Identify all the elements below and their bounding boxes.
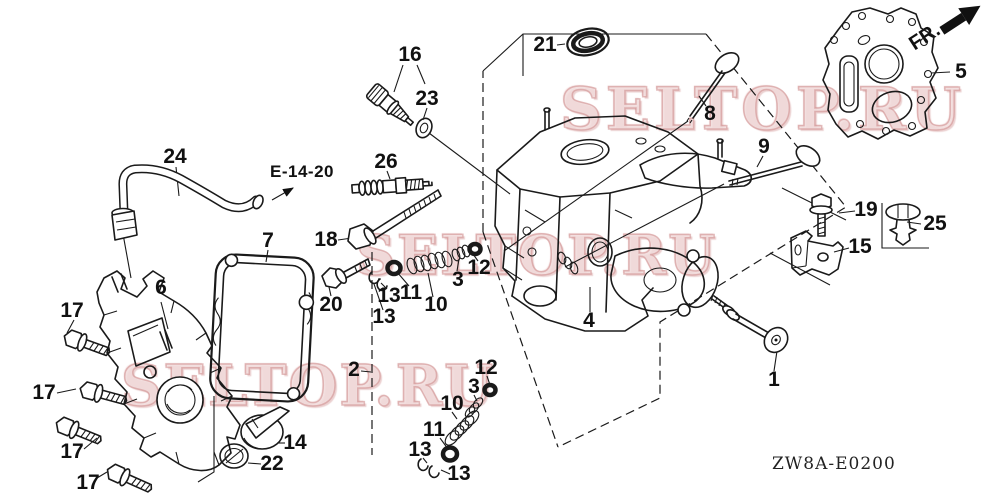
cylinder-head [494,107,753,332]
push-clip [885,203,921,246]
part-label-11: 11 [422,418,446,441]
part-label-18: 18 [314,228,338,251]
part-label-17: 17 [32,381,56,404]
part-label-25: 25 [923,212,947,235]
section-reference: E-14-20 [270,162,334,181]
part-label-14: 14 [283,431,307,454]
part-label-3: 3 [468,375,480,398]
bracket-bolt [809,193,833,237]
part-label-24: 24 [163,145,187,168]
cover-bolt [103,460,156,498]
exhaust-valve [728,144,821,187]
part-label-12: 12 [474,356,498,379]
part-label-13: 13 [447,462,471,485]
part-label-13: 13 [372,305,396,328]
part-label-8: 8 [704,102,716,125]
part-label-20: 20 [319,293,343,316]
part-label-15: 15 [848,235,872,258]
sensor-washer [415,117,433,139]
part-label-10: 10 [440,392,464,415]
part-label-5: 5 [955,60,967,83]
cover-bolt [77,378,130,411]
intake-valve [686,51,740,124]
stud-bolt [347,189,442,250]
part-label-21: 21 [533,33,557,56]
part-label-7: 7 [262,229,274,252]
part-label-1: 1 [768,368,780,391]
o-ring [219,443,249,469]
part-label-19: 19 [854,198,878,221]
cover-gasket [209,253,315,403]
part-label-16: 16 [398,43,422,66]
head-gasket [822,7,939,140]
part-label-3: 3 [452,268,464,291]
breather-tube [111,164,264,241]
part-label-17: 17 [76,471,100,494]
part-label-2: 2 [348,358,360,381]
flange-bolt-20 [321,258,371,289]
part-label-4: 4 [583,309,595,332]
valve-cover [96,270,241,472]
filler-cap [240,406,290,450]
part-label-13: 13 [377,284,401,307]
diagram-code: ZW8A-E0200 [772,454,896,474]
part-label-13: 13 [408,438,432,461]
fr-arrow-label: FR. [905,19,944,55]
part-label-6: 6 [155,276,167,299]
part-label-23: 23 [415,87,439,110]
spark-plug [351,176,433,197]
thermo-sensor [365,83,415,127]
fr-arrow: FR. [905,5,981,55]
valve-spring-set-upper [368,241,483,292]
oil-seal [566,27,610,57]
part-label-17: 17 [60,299,84,322]
part-label-17: 17 [60,440,84,463]
part-label-12: 12 [467,256,491,279]
part-label-10: 10 [424,293,448,316]
part-label-26: 26 [374,150,398,173]
valve-spring-set-lower [417,382,498,479]
long-bolt [710,294,789,354]
part-label-9: 9 [758,135,770,158]
part-label-22: 22 [260,452,284,475]
stay-bracket [790,230,844,276]
part-label-11: 11 [399,281,423,304]
